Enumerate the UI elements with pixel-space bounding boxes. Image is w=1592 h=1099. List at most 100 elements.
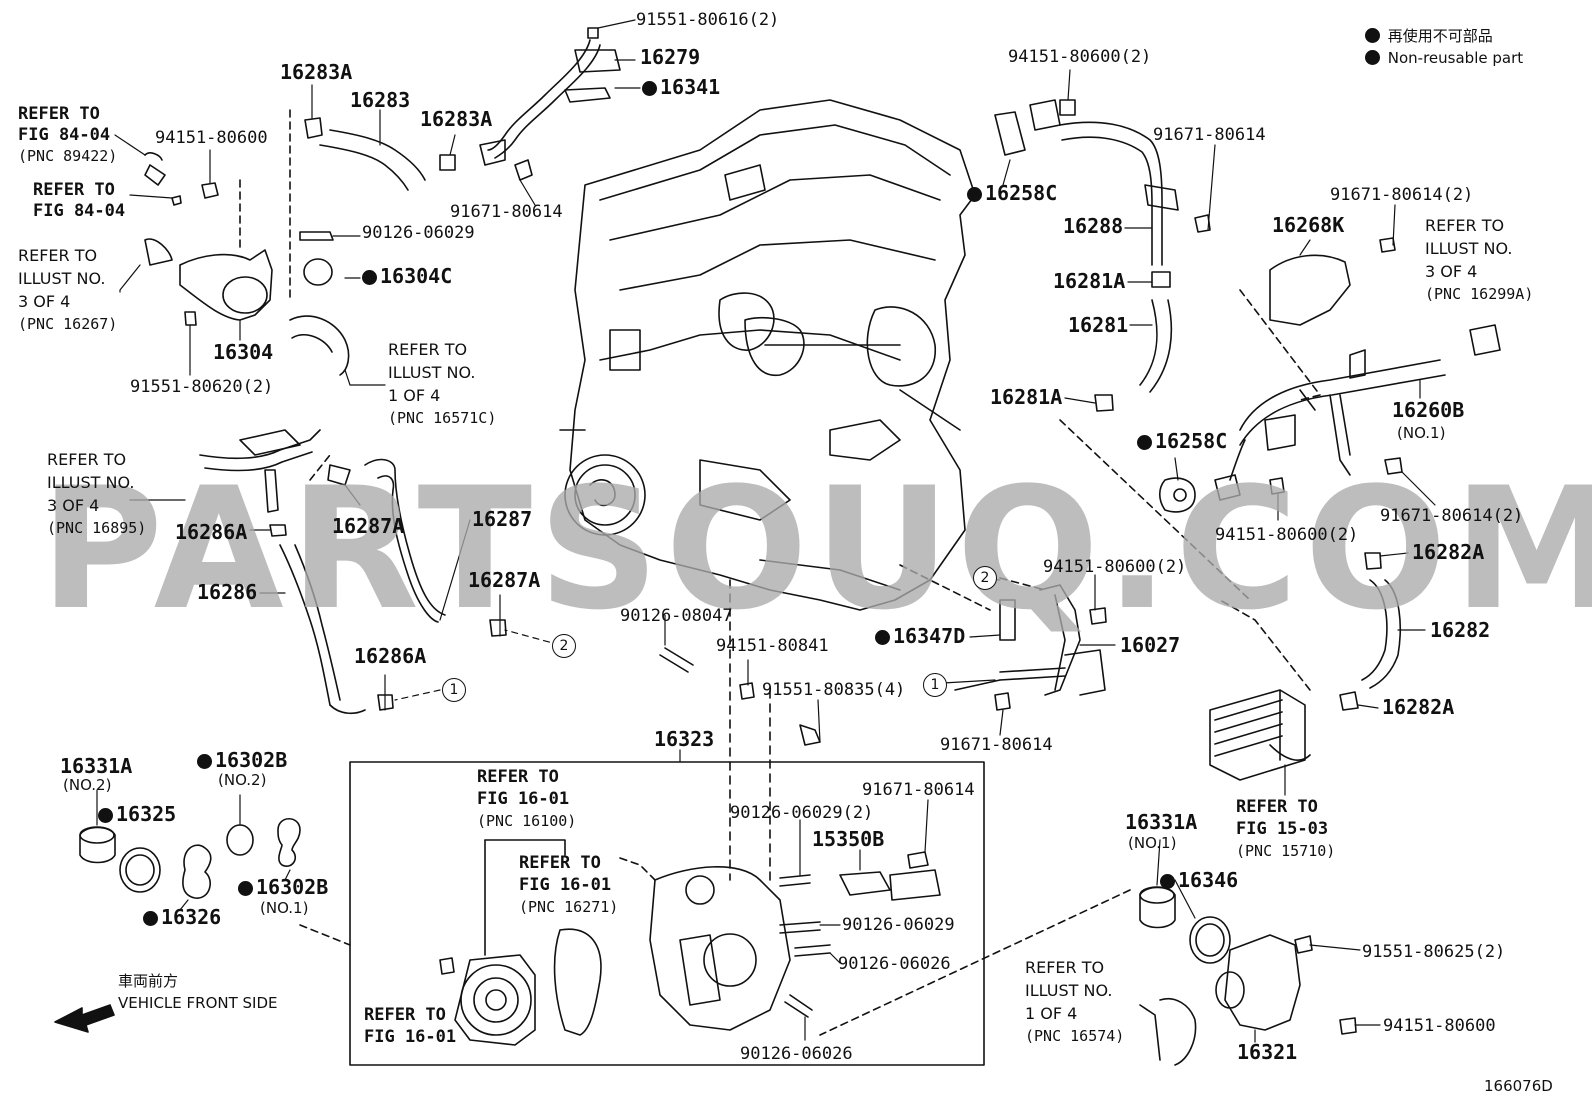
- oil-cooler: [1209, 689, 1311, 781]
- legend-row-jp: 再使用不可部品: [1365, 25, 1523, 47]
- part-label: 94151-80600(2): [1008, 47, 1152, 67]
- part-sublabel: (NO.2): [218, 771, 267, 789]
- part-label: 91551-80835(4): [762, 680, 906, 700]
- part-label: 16288: [1063, 214, 1124, 238]
- part-label: 16260B: [1392, 398, 1465, 422]
- part-label: 16279: [640, 45, 701, 69]
- part-label: 16281: [1068, 313, 1129, 337]
- part-sublabel: (NO.1): [1128, 834, 1177, 852]
- non-reusable-dot-icon: [875, 630, 890, 645]
- part-label: 16258C: [1137, 431, 1227, 451]
- part-label: 91671-80614: [1153, 125, 1266, 145]
- part-label: 16268K: [1272, 213, 1345, 237]
- part-label: 90126-06029: [842, 915, 955, 935]
- part-sublabel: (NO.1): [1397, 424, 1446, 442]
- part-label: 91671-80614(2): [1380, 506, 1524, 526]
- non-reusable-dot-icon: [197, 754, 212, 769]
- hose-16283: [304, 117, 533, 191]
- part-label: 16302B: [197, 750, 287, 770]
- part-label: 16302B: [238, 877, 328, 897]
- part-label: 16321: [1237, 1040, 1298, 1064]
- legend-row-en: Non-reusable part: [1365, 47, 1523, 69]
- non-reusable-dot-icon: [1160, 874, 1175, 889]
- ref-circle-2: 2: [973, 566, 997, 590]
- bracket-16027: [899, 564, 1107, 711]
- part-sublabel: (NO.2): [63, 776, 112, 794]
- front-jp: 車両前方: [118, 972, 179, 990]
- part-label: 16027: [1120, 633, 1181, 657]
- part-sublabel: (NO.1): [260, 899, 309, 917]
- leader-lines: [96, 19, 1436, 1043]
- part-label: 16287A: [332, 514, 405, 538]
- non-reusable-dot-icon: [1365, 50, 1380, 65]
- part-label: 16331A: [1125, 810, 1198, 834]
- front-side-label: 車両前方 VEHICLE FRONT SIDE: [118, 970, 278, 1014]
- non-reusable-dot-icon: [967, 187, 982, 202]
- part-label: 16346: [1160, 870, 1238, 890]
- part-label: 16341: [642, 77, 720, 97]
- part-label: 16283: [350, 88, 411, 112]
- part-label: 91551-80616(2): [636, 10, 780, 30]
- housing-16321: [819, 886, 1357, 1066]
- non-reusable-dot-icon: [238, 881, 253, 896]
- part-label: 16281A: [1053, 269, 1126, 293]
- part-label: 16331A: [60, 754, 133, 778]
- part-label: 16323: [654, 727, 715, 751]
- part-label: 90126-06029: [362, 223, 475, 243]
- hose-16282: [1059, 419, 1402, 711]
- part-label: 16286: [197, 580, 258, 604]
- part-label: 91671-80614: [940, 735, 1053, 755]
- part-label: 91671-80614(2): [1330, 185, 1474, 205]
- part-label: 94151-80600(2): [1043, 557, 1187, 577]
- part-label: 90126-06026: [740, 1044, 853, 1064]
- part-label: 16281A: [990, 385, 1063, 409]
- water-pump-box: [349, 761, 985, 1066]
- part-label: 91551-80620(2): [130, 377, 274, 397]
- part-label: 91671-80614: [862, 780, 975, 800]
- part-label: 16304C: [362, 266, 452, 286]
- non-reusable-dot-icon: [362, 270, 377, 285]
- legend: 再使用不可部品 Non-reusable part: [1365, 25, 1523, 69]
- part-label: 94151-80600(2): [1215, 525, 1359, 545]
- part-label: 94151-80600: [155, 128, 268, 148]
- part-label: 90126-06026: [838, 954, 951, 974]
- part-label: 16326: [143, 907, 221, 927]
- ref-circle-1: 1: [923, 673, 947, 697]
- water-pump: [439, 839, 941, 1046]
- front-arrow: [54, 1004, 115, 1033]
- part-label: 16282A: [1412, 540, 1485, 564]
- part-label: 16287: [472, 507, 533, 531]
- part-label: 16258C: [967, 183, 1057, 203]
- part-label: 16286A: [354, 644, 427, 668]
- part-label: 16283A: [280, 60, 353, 84]
- figure-id: 166076D: [1484, 1077, 1553, 1095]
- part-label: 90126-08047: [620, 606, 733, 626]
- part-label: 91551-80625(2): [1362, 942, 1506, 962]
- part-label: 16282A: [1382, 695, 1455, 719]
- pipe-16279: [479, 27, 621, 166]
- part-label: 91671-80614: [450, 202, 563, 222]
- part-label: 16282: [1430, 618, 1491, 642]
- ref-circle-1: 1: [442, 678, 466, 702]
- legend-jp: 再使用不可部品: [1387, 27, 1493, 45]
- pipe-16288: [994, 99, 1211, 412]
- non-reusable-dot-icon: [1365, 28, 1380, 43]
- housing-16304: [144, 109, 350, 376]
- part-label: 16325: [98, 804, 176, 824]
- hoses-16286-16287: [199, 429, 507, 715]
- non-reusable-dot-icon: [642, 81, 657, 96]
- non-reusable-dot-icon: [1137, 435, 1152, 450]
- part-label: 16283A: [420, 107, 493, 131]
